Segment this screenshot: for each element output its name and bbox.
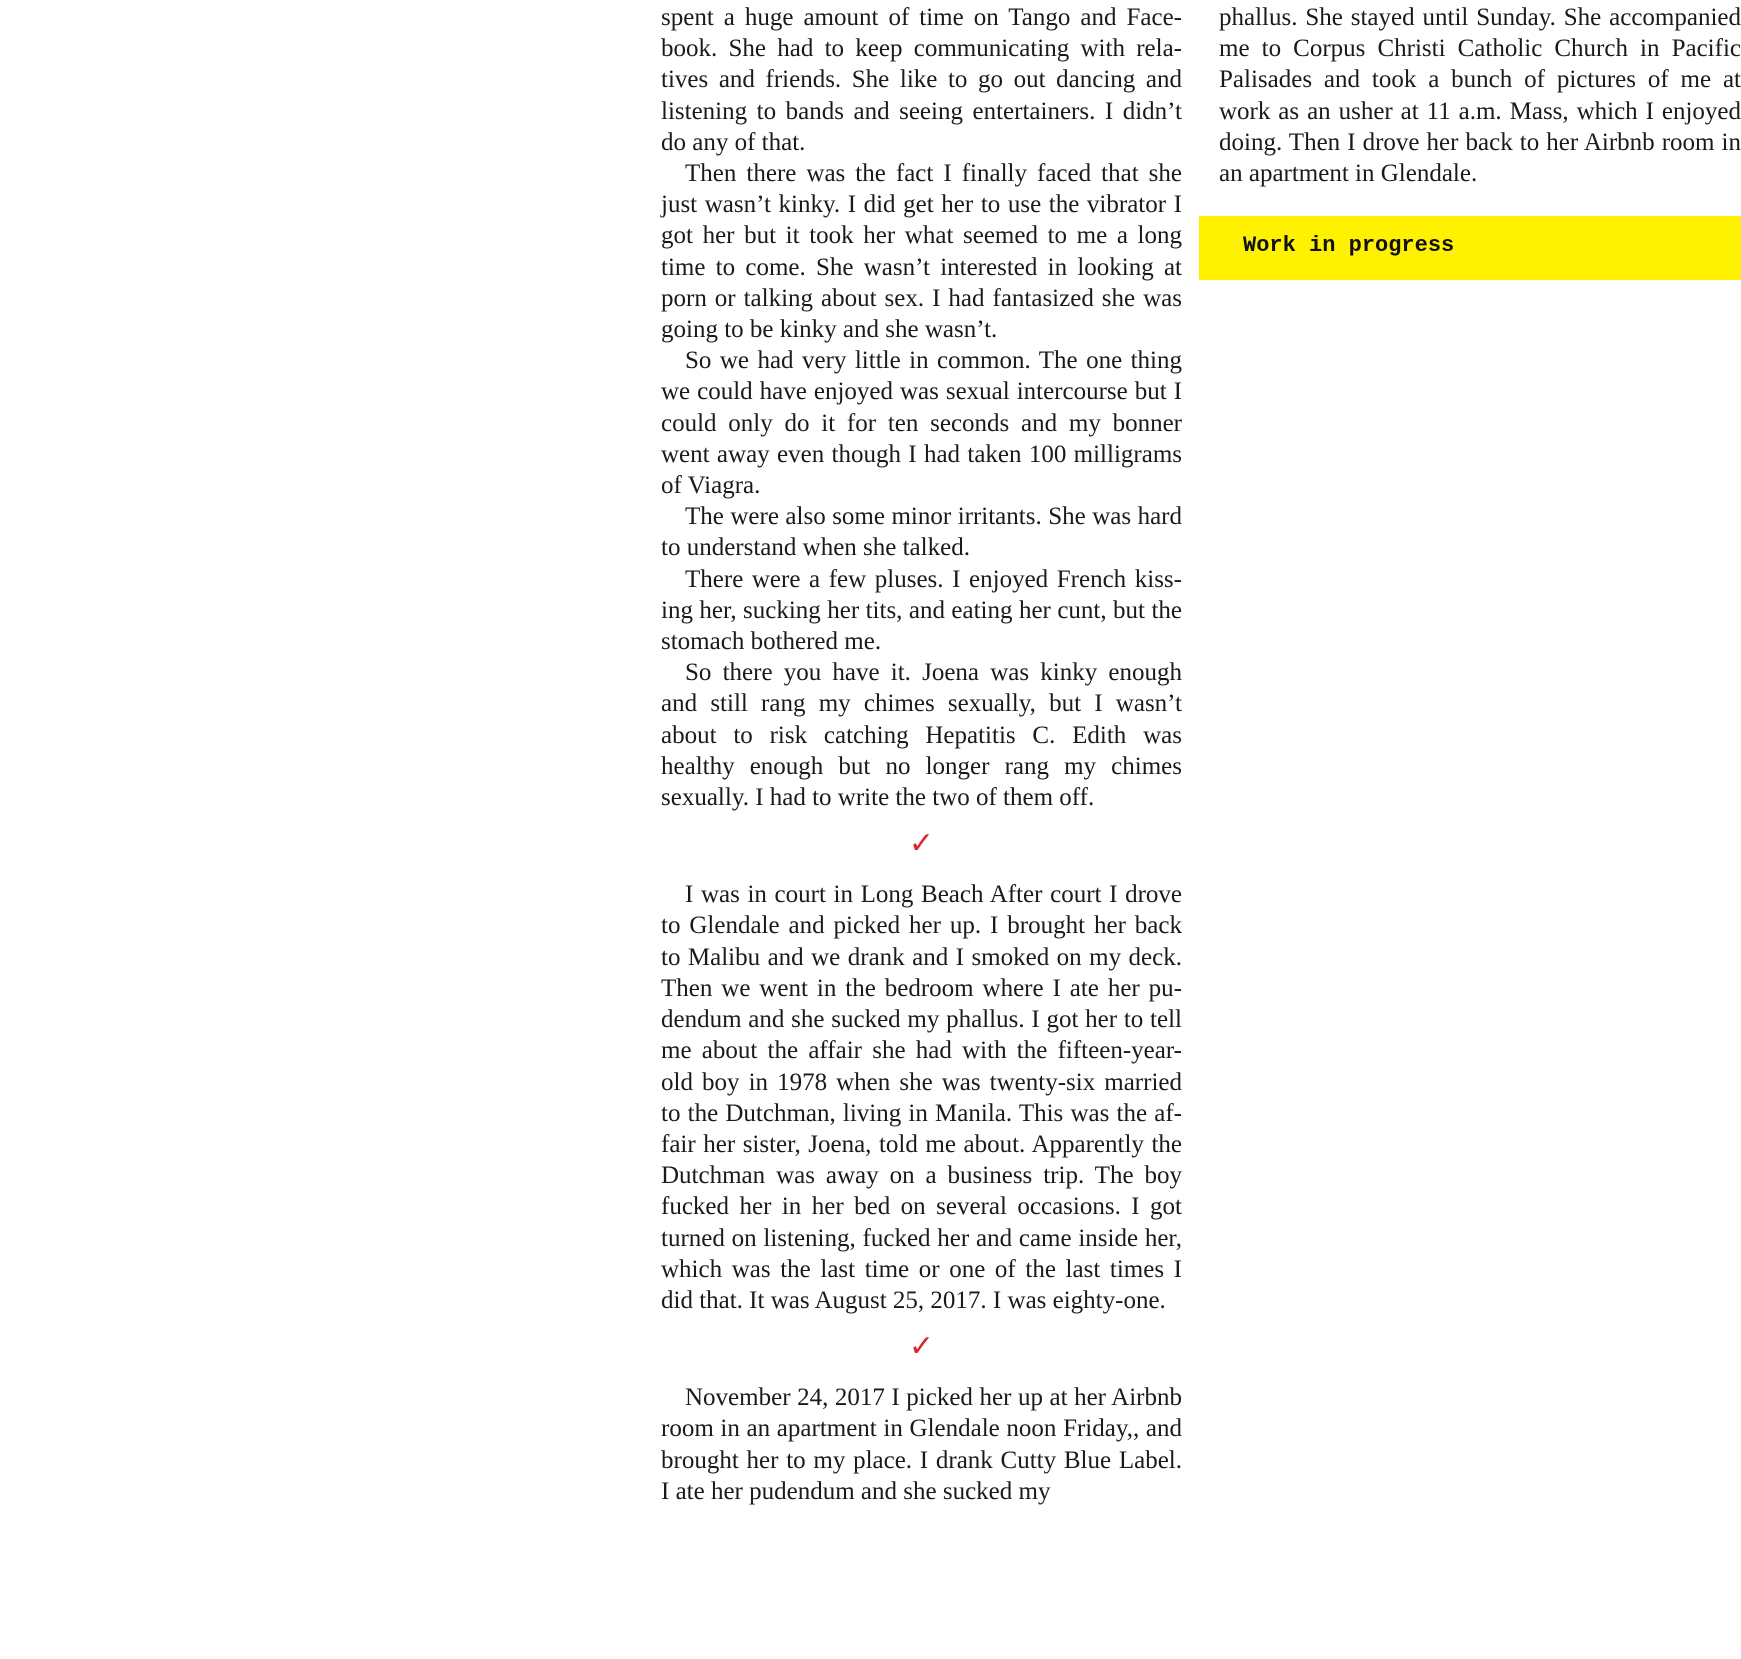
section-check-mark-icon: ✓	[908, 826, 935, 862]
paragraph: So we had very little in common. The one…	[661, 347, 1182, 500]
paragraph: spent a huge amount of time on Tango and…	[661, 4, 1182, 156]
right-text-column: phallus. She stayed until Sunday. She ac…	[1219, 2, 1741, 189]
paragraph: I was in court in Long Beach After court…	[661, 881, 1182, 1314]
status-label: Work in progress	[1243, 233, 1455, 258]
paragraph: The were also some minor irritants. She …	[661, 503, 1182, 562]
paragraph: Then there was the fact I finally faced …	[661, 160, 1182, 344]
left-text-column: spent a huge amount of time on Tango and…	[661, 2, 1182, 1507]
paragraph: There were a few pluses. I enjoyed Frenc…	[661, 565, 1182, 656]
section-check-mark-icon: ✓	[908, 1329, 935, 1365]
paragraph: November 24, 2017 I picked her up at her…	[661, 1384, 1182, 1505]
work-in-progress-banner: Work in progress	[1199, 216, 1741, 280]
paragraph: phallus. She stayed until Sunday. She ac…	[1219, 4, 1741, 188]
paragraph: So there you have it. Joena was kinky en…	[661, 659, 1182, 812]
